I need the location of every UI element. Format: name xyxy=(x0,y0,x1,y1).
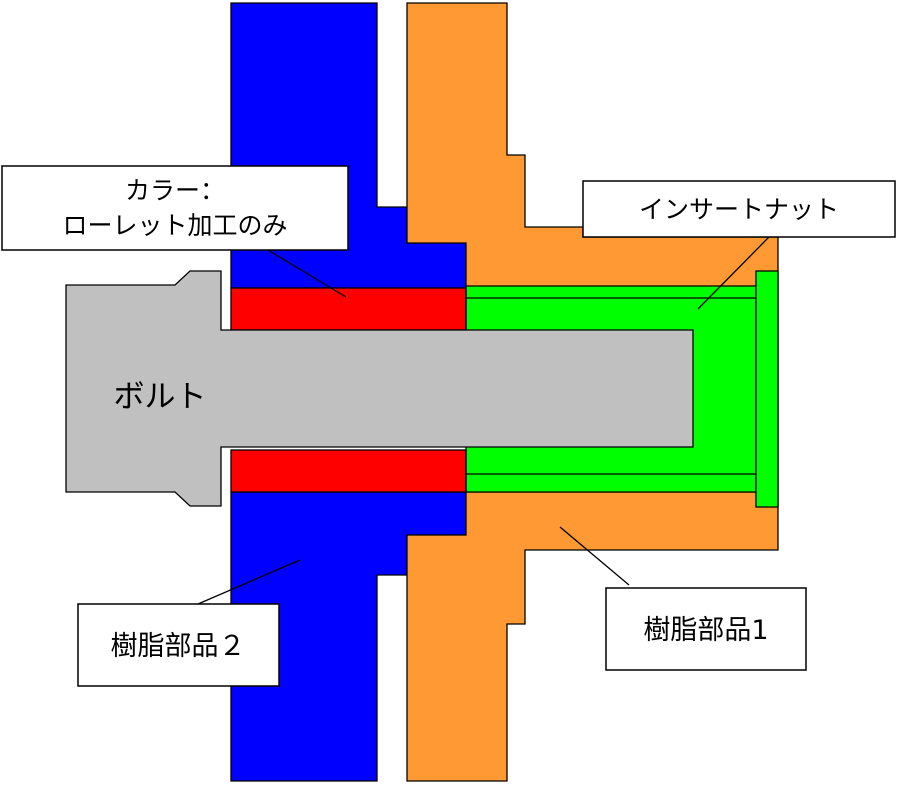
leader-line-resin-part-2 xyxy=(197,559,301,605)
resin-part-2-callout-box xyxy=(77,603,280,687)
leader-line-resin-part-1 xyxy=(559,526,630,586)
insert-nut-flange xyxy=(755,270,779,508)
leader-line-insert-nut xyxy=(697,236,770,310)
collar-lower xyxy=(230,449,467,493)
collar-callout-box xyxy=(1,165,349,251)
bolt xyxy=(65,270,694,507)
leader-line-collar xyxy=(267,249,347,298)
resin-part-2-callout-label: 樹脂部品２ xyxy=(111,631,246,662)
collar-callout-line2: ローレット加工のみ xyxy=(62,211,287,240)
resin-part-1-callout-label: 樹脂部品1 xyxy=(643,615,768,646)
insert-nut-callout-label: インサートナット xyxy=(639,195,839,224)
resin-part-1-callout-box xyxy=(605,587,807,671)
insert-nut-callout-box xyxy=(582,180,896,238)
bolt-label: ボルト xyxy=(114,379,207,415)
collar-callout-line1: カラー： xyxy=(125,176,225,205)
collar-upper xyxy=(230,287,467,331)
